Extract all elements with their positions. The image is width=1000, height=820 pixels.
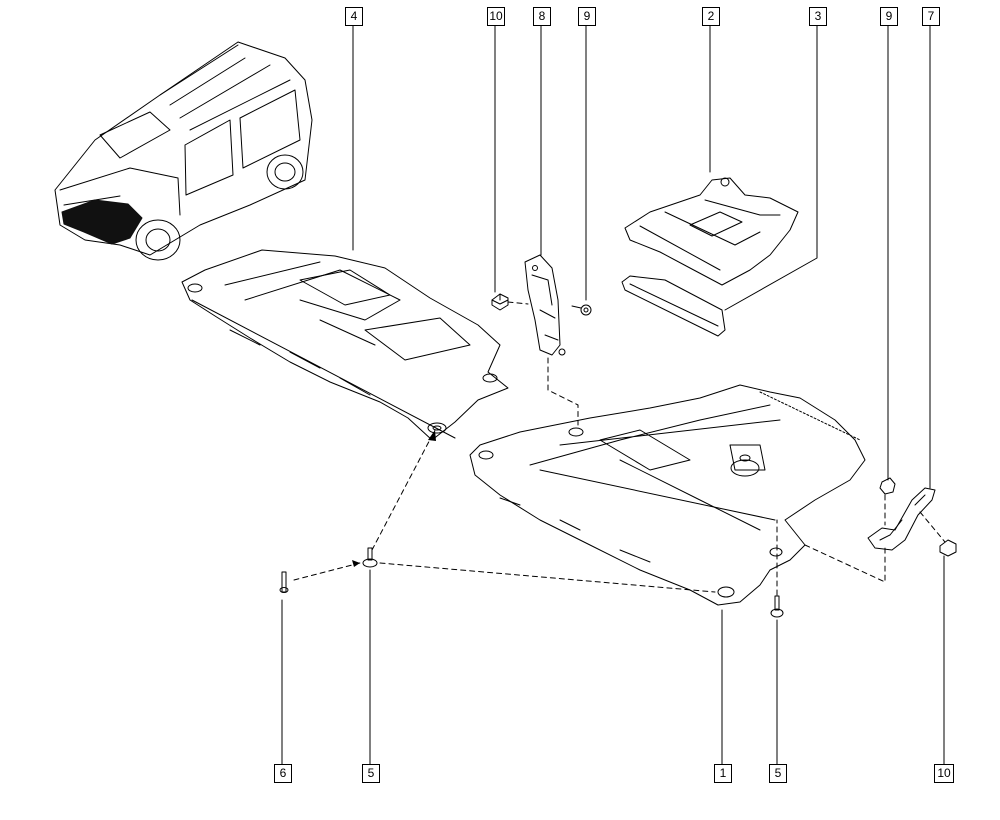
callout-3: 3 [809,7,827,26]
callout-9: 9 [578,7,596,26]
nut-10-illustration [491,293,509,311]
deflector-strip-3-illustration [621,275,726,337]
clip-5-right-illustration [770,595,784,618]
main-underbody-shield-illustration [469,384,866,606]
screw-9-right-illustration [879,477,896,495]
callout-8: 8 [533,7,551,26]
front-underbody-shield-illustration [181,249,509,441]
callout-10: 10 [487,7,505,26]
callout-10-bottom: 10 [934,764,954,783]
callout-5: 5 [362,764,380,783]
rivet-6-illustration [279,571,289,593]
callout-2: 2 [702,7,720,26]
assembly-lines [293,301,946,596]
callout-9-right: 9 [880,7,898,26]
vehicle-illustration [54,41,313,261]
vehicle-underbody-highlight [61,199,143,245]
leader-lines [281,23,945,765]
shield-insert-2-illustration [624,177,799,286]
clip-5-left-illustration [362,547,378,568]
callout-5-right: 5 [769,764,787,783]
bracket-7-illustration [867,487,936,551]
screw-9-illustration [571,304,592,316]
callout-6: 6 [274,764,292,783]
callout-7: 7 [922,7,940,26]
nut-10-right-illustration [939,539,957,557]
callout-1: 1 [714,764,732,783]
bracket-8-illustration [524,254,566,356]
callout-4: 4 [345,7,363,26]
